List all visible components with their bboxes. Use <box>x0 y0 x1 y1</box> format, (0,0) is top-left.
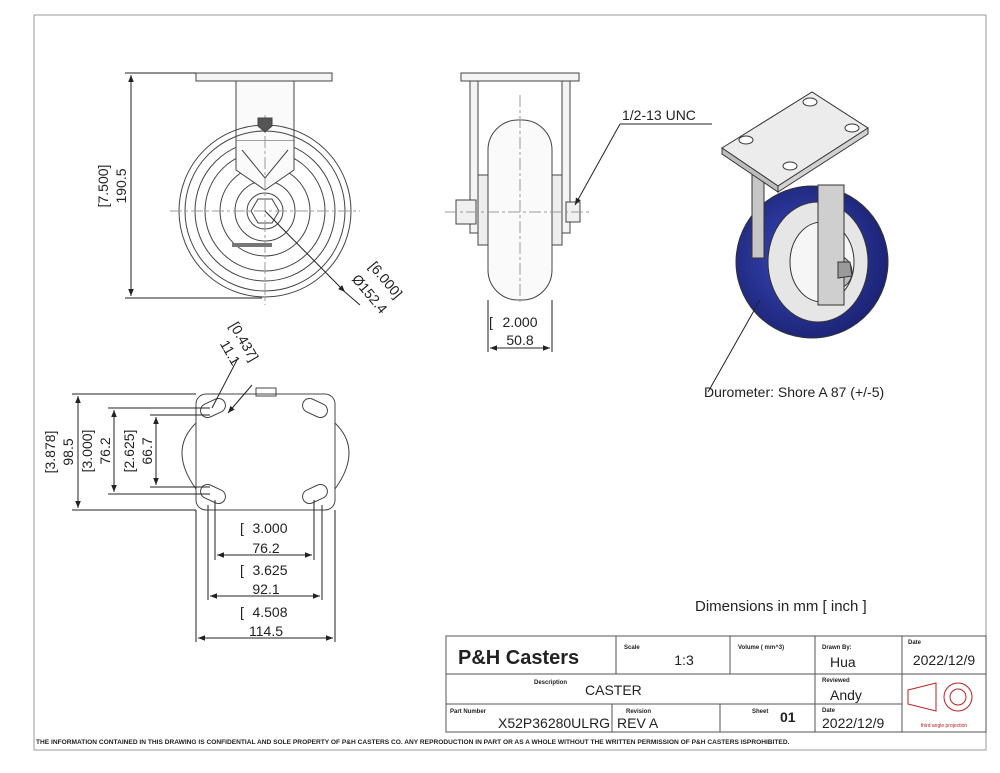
v1-mm: 98.5 <box>60 438 76 465</box>
height-dimension <box>125 72 262 299</box>
volume-label: Volume ( mm^3) <box>738 645 784 651</box>
side-view <box>445 72 590 305</box>
top-view <box>181 387 350 511</box>
scale-label: Scale <box>624 645 640 651</box>
title-block <box>445 635 987 733</box>
h1-bracket: [ <box>240 520 244 536</box>
projection-label: third angle projection <box>921 723 968 729</box>
revision-value: REV A <box>617 715 659 731</box>
top-view-vertical-dims <box>72 393 210 511</box>
sheet-label: Sheet <box>752 709 768 715</box>
date2-value: 2022/12/9 <box>822 715 884 731</box>
v1-inch: [3.878] <box>42 431 58 474</box>
h2-bracket: [ <box>240 562 244 578</box>
durometer-note: Durometer: Shore A 87 (+/-5) <box>704 384 884 400</box>
width-bracket: [ <box>489 314 493 330</box>
thread-leader <box>574 123 712 206</box>
width-dimension <box>487 300 553 352</box>
v2-mm: 76.2 <box>97 437 113 464</box>
slot-leader <box>211 357 253 414</box>
thread-spec: 1/2-13 UNC <box>622 107 696 123</box>
h1-inch: 3.000 <box>252 520 287 536</box>
front-view <box>170 72 360 305</box>
scale-value: 1:3 <box>674 652 694 668</box>
v2-inch: [3.000] <box>79 430 95 473</box>
h2-mm: 92.1 <box>252 581 279 597</box>
date-label: Date <box>908 640 922 646</box>
h3-bracket: [ <box>240 604 244 620</box>
part-number-value: X52P36280ULRG <box>498 715 610 731</box>
wheel-diameter-leader <box>264 210 361 306</box>
h3-inch: 4.508 <box>252 604 287 620</box>
description-label: Description <box>534 680 567 686</box>
width-mm: 50.8 <box>506 332 533 348</box>
drawn-by-label: Drawn By: <box>822 645 852 651</box>
v3-inch: [2.625] <box>121 430 137 473</box>
revision-label: Revision <box>626 709 651 715</box>
height-inch: [7.500] <box>95 165 111 208</box>
date-value: 2022/12/9 <box>913 652 975 668</box>
h3-mm: 114.5 <box>249 623 283 639</box>
v3-mm: 66.7 <box>139 437 155 464</box>
confidentiality-footer: THE INFORMATION CONTAINED IN THIS DRAWIN… <box>36 739 790 746</box>
width-inch: 2.000 <box>502 314 537 330</box>
height-mm: 190.5 <box>113 168 129 203</box>
durometer-leader <box>707 299 761 393</box>
reviewed-value: Andy <box>830 687 862 703</box>
isometric-view <box>721 91 889 339</box>
description-value: CASTER <box>585 682 642 698</box>
h2-inch: 3.625 <box>252 562 287 578</box>
company-name: P&H Casters <box>458 647 579 669</box>
h1-mm: 76.2 <box>252 540 279 556</box>
sheet-value: 01 <box>780 709 796 725</box>
reviewed-label: Reviewed <box>822 678 850 684</box>
drawn-by-value: Hua <box>830 654 856 670</box>
projection-symbol-icon <box>907 682 973 712</box>
top-view-horizontal-dims <box>195 500 336 642</box>
date2-label: Date <box>822 708 836 714</box>
units-note: Dimensions in mm [ inch ] <box>695 598 867 615</box>
part-number-label: Part Number <box>450 709 487 715</box>
drawing-border <box>33 14 987 751</box>
